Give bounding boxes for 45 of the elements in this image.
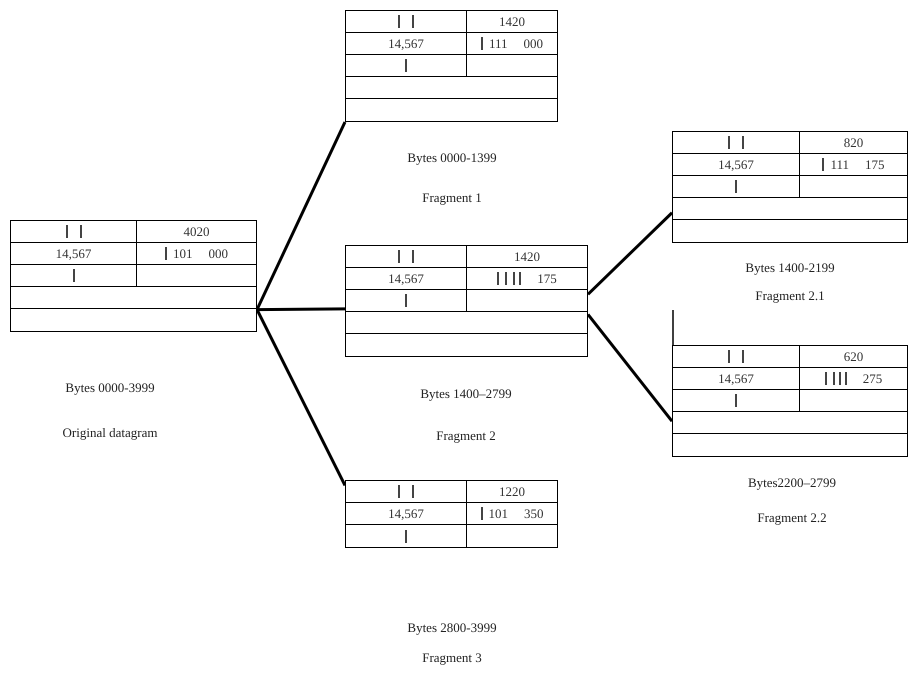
byte-range-caption: Bytes 0000-1399 [407, 150, 497, 166]
fragment-caption: Fragment 2.1 [755, 288, 825, 304]
fragment-offset: 000 [208, 246, 228, 262]
identification: 14,567 [388, 270, 424, 286]
total-length: 1420 [499, 14, 525, 30]
datagram-header-table [345, 480, 558, 548]
fragment-offset: 175 [537, 270, 557, 286]
datagram-header-table [345, 10, 558, 122]
identification: 14,567 [718, 370, 754, 386]
byte-range-caption: Bytes 1400-2199 [745, 260, 835, 276]
connector-line [256, 308, 346, 486]
connector-line [256, 121, 346, 310]
flag-bits: 111 [830, 156, 850, 172]
connector-line [586, 212, 674, 296]
total-length: 1420 [514, 248, 540, 264]
identification: 14,567 [718, 156, 754, 172]
byte-range-caption: Bytes 0000-3999 [65, 380, 155, 396]
total-length: 4020 [184, 224, 210, 240]
datagram-header-table [672, 345, 908, 457]
datagram-header-table [345, 245, 588, 357]
datagram-header-table [672, 131, 908, 243]
flag-bits: 111 [488, 36, 508, 52]
fragment-offset: 275 [862, 370, 882, 386]
fragment-offset: 000 [524, 36, 544, 52]
connector-line [586, 314, 674, 422]
fragment-offset: 175 [865, 156, 885, 172]
identification: 14,567 [388, 36, 424, 52]
total-length: 1220 [499, 484, 525, 500]
datagram-header-table [10, 220, 257, 332]
flag-bits: 101 [173, 246, 192, 262]
fragment-caption: Fragment 3 [422, 650, 482, 666]
connector-line [256, 307, 346, 312]
identification: 14,567 [56, 246, 92, 262]
byte-range-caption: Bytes 2800-3999 [407, 620, 497, 636]
fragment-offset: 350 [524, 506, 544, 522]
identification: 14,567 [388, 506, 424, 522]
total-length: 820 [844, 134, 864, 150]
byte-range-caption: Bytes2200–2799 [748, 475, 836, 491]
byte-range-caption: Bytes 1400–2799 [420, 386, 512, 402]
fragment-caption: Original datagram [62, 425, 158, 441]
fragment-caption: Fragment 2 [436, 428, 496, 444]
fragment-caption: Fragment 1 [422, 190, 482, 206]
fragment-caption: Fragment 2.2 [757, 510, 827, 526]
flag-bits: 101 [488, 506, 508, 522]
total-length: 620 [844, 348, 864, 364]
